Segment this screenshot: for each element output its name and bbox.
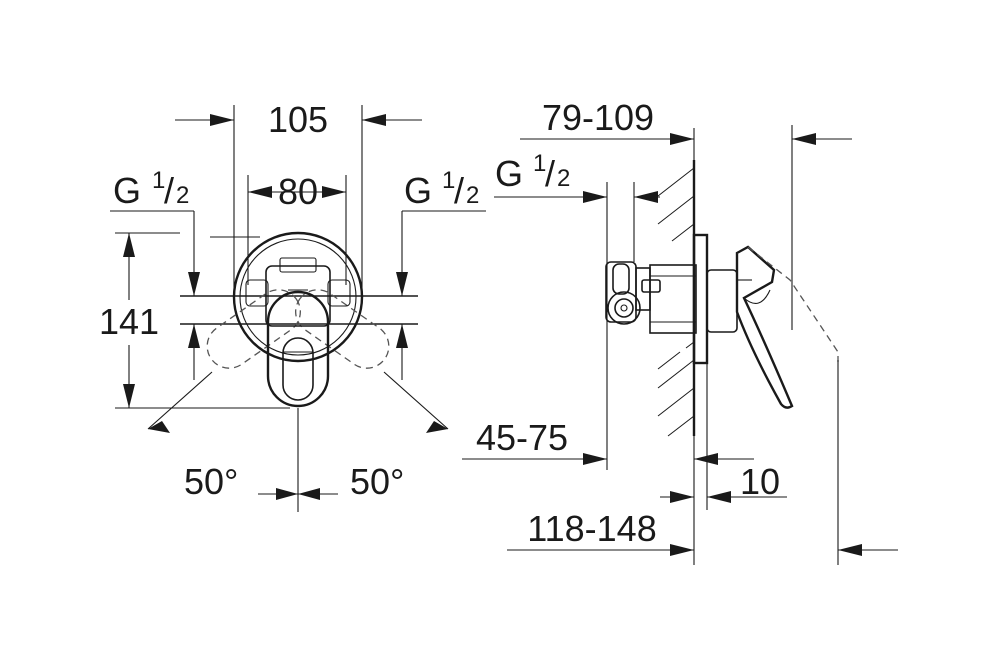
lever-swing-left	[295, 289, 390, 369]
svg-text:/: /	[454, 170, 464, 211]
angle-label-left: 50°	[184, 461, 238, 502]
dimension-118-148: 118-148	[507, 360, 898, 565]
svg-text:1: 1	[152, 167, 165, 194]
dimension-label-141: 141	[99, 301, 159, 342]
front-view: 105 80 G 1 / 2 G 1 / 2	[99, 99, 486, 512]
dimension-label-79-109: 79-109	[542, 97, 654, 138]
lever-swing-side	[747, 246, 839, 362]
dimension-label-45-75: 45-75	[476, 417, 568, 458]
svg-text:1: 1	[442, 167, 455, 194]
dimension-141: 141	[99, 232, 290, 409]
dimension-label-118-148: 118-148	[527, 508, 656, 549]
dimension-10: 10	[660, 363, 787, 565]
dimension-105: 105	[175, 99, 422, 290]
svg-text:/: /	[545, 153, 555, 194]
lever-handle	[266, 290, 330, 408]
svg-text:2: 2	[557, 165, 570, 192]
wall-hatching	[657, 167, 695, 437]
dimension-label-105: 105	[268, 99, 328, 140]
svg-text:G: G	[113, 170, 141, 211]
cartridge-body	[265, 265, 331, 327]
svg-text:G: G	[495, 153, 523, 194]
svg-text:2: 2	[176, 182, 189, 209]
dimension-79-109: 79-109	[520, 97, 695, 160]
svg-text:G: G	[404, 170, 432, 211]
rosette-outline	[232, 231, 364, 363]
dimension-label-10: 10	[740, 461, 780, 502]
svg-text:1: 1	[533, 150, 546, 177]
dimension-45-75: 45-75	[462, 417, 607, 465]
lever-swing-right	[206, 289, 301, 369]
thread-label-right: G 1 / 2	[396, 167, 486, 380]
angle-label-right: 50°	[350, 461, 404, 502]
thread-label-left: G 1 / 2	[110, 167, 200, 380]
svg-text:/: /	[164, 170, 174, 211]
dimension-label-80: 80	[278, 171, 318, 212]
side-view: 79-109 G 1 / 2	[462, 97, 898, 565]
lever-handle-side	[735, 245, 794, 409]
thread-label-side: G 1 / 2	[494, 150, 660, 203]
svg-text:2: 2	[466, 182, 479, 209]
dimension-80: 80	[247, 171, 347, 285]
